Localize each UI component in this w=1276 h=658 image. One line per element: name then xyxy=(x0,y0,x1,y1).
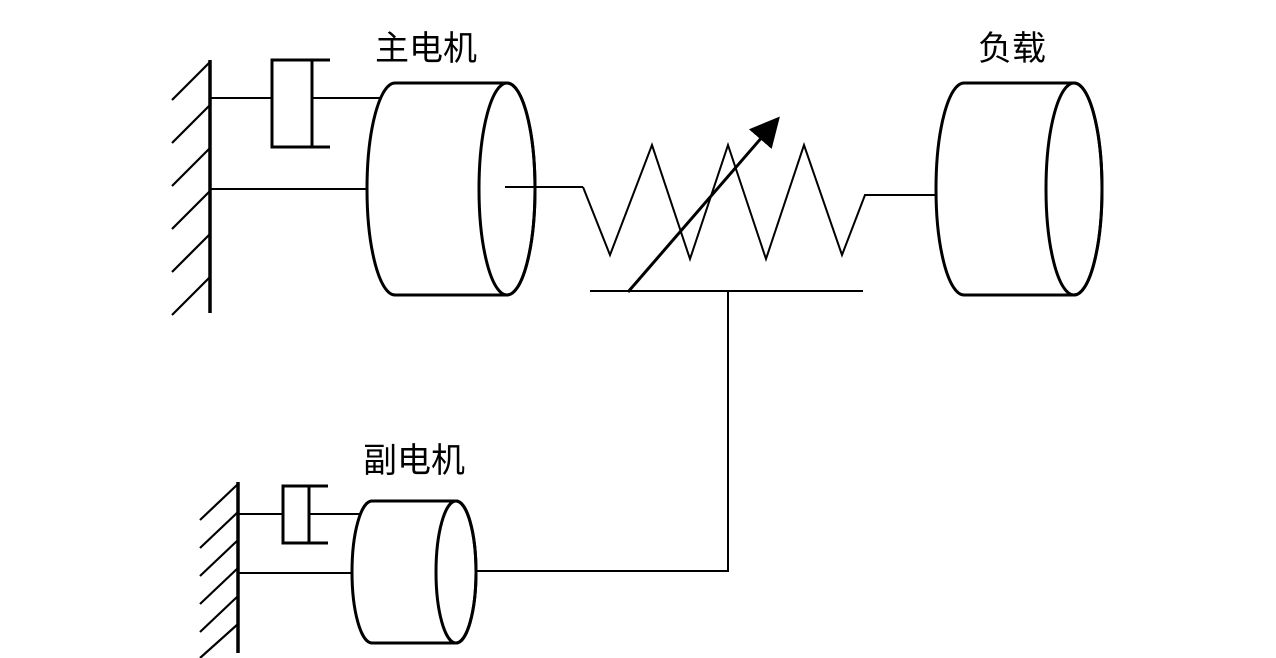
lower-wall-hatching xyxy=(199,483,239,658)
variable-spring xyxy=(582,141,936,263)
main-motor-damper xyxy=(210,58,382,149)
load-label: 负载 xyxy=(978,29,1046,69)
upper-ground-wall xyxy=(171,60,212,316)
secondary-motor-cylinder xyxy=(350,499,478,645)
variable-stiffness-arrow xyxy=(626,116,780,293)
secondary-motor-link xyxy=(458,291,729,572)
secondary-motor-damper xyxy=(238,484,364,545)
main-motor-cylinder xyxy=(365,81,537,297)
main-motor-label: 主电机 xyxy=(375,29,477,69)
upper-wall-hatching xyxy=(171,61,211,316)
secondary-motor-label: 副电机 xyxy=(363,441,465,481)
lower-ground-wall xyxy=(199,482,240,658)
load-cylinder xyxy=(934,81,1104,297)
